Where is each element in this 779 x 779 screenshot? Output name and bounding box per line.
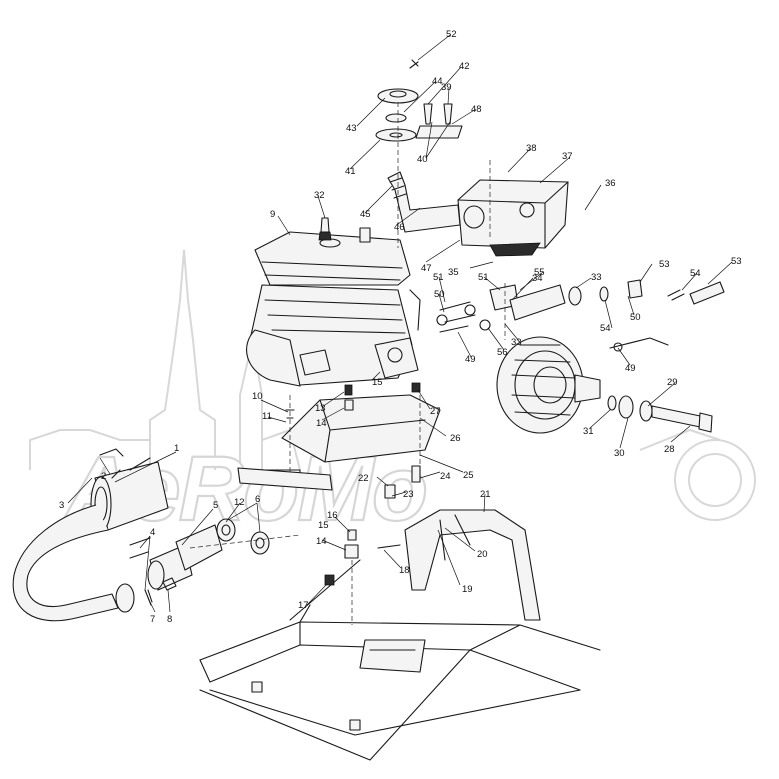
callout-19: 19 (462, 584, 473, 595)
callout-5: 5 (213, 500, 218, 511)
callout-24: 24 (440, 471, 451, 482)
callout-41: 41 (345, 166, 356, 177)
callout-27: 27 (430, 406, 441, 417)
callout-44: 44 (432, 76, 443, 87)
spark-plug (318, 217, 332, 241)
callout-46: 46 (394, 222, 405, 233)
callout-48: 48 (471, 104, 482, 115)
callout-23: 23 (403, 489, 414, 500)
exhaust-flange (129, 518, 301, 606)
callout-40: 40 (417, 154, 428, 165)
callout-42: 42 (459, 61, 470, 72)
callout-9: 9 (270, 209, 275, 220)
chassis-pan (199, 559, 601, 761)
callout-20: 20 (477, 549, 488, 560)
callout-1: 1 (174, 443, 179, 454)
callout-37: 37 (562, 151, 573, 162)
callout-14-lower: 14 (316, 536, 327, 547)
callout-26: 26 (450, 433, 461, 444)
callout-15-lower: 15 (318, 520, 329, 531)
callout-22: 22 (358, 473, 369, 484)
callout-6: 6 (255, 494, 260, 505)
callout-53-middle: 53 (659, 259, 670, 270)
callout-25: 25 (463, 470, 474, 481)
callout-35: 35 (448, 267, 459, 278)
throttle-linkage-parts (436, 279, 725, 352)
callout-55: 55 (534, 267, 545, 278)
callout-39: 39 (441, 82, 452, 93)
callout-8: 8 (167, 614, 172, 625)
callout-29: 29 (667, 377, 678, 388)
callout-34: 34 (532, 273, 543, 284)
callout-10: 10 (252, 391, 263, 402)
callout-11: 11 (262, 411, 272, 422)
callout-15-upper: 15 (372, 377, 383, 388)
callout-50-right: 50 (630, 312, 641, 323)
callout-16: 16 (327, 510, 338, 521)
callout-3: 3 (59, 500, 64, 511)
callout-13: 13 (315, 403, 326, 414)
callout-50-left: 50 (434, 289, 445, 300)
callout-31: 31 (583, 426, 594, 437)
callout-49-right: 49 (625, 363, 636, 374)
watermark-motorcycle-wheel (639, 428, 756, 521)
callout-7: 7 (150, 614, 155, 625)
drive-clutch (496, 336, 601, 434)
callout-43: 43 (346, 123, 357, 134)
callout-2: 2 (101, 471, 106, 482)
callout-36: 36 (605, 178, 616, 189)
callout-33-lower: 33 (511, 337, 522, 348)
callout-28: 28 (664, 444, 675, 455)
callout-33-upper: 33 (591, 272, 602, 283)
callout-49-left: 49 (465, 354, 476, 365)
top-mount-hardware (375, 59, 463, 248)
callout-54-left: 54 (600, 323, 611, 334)
intake-hose (387, 171, 461, 233)
mount-hardware (285, 382, 421, 499)
callout-21: 21 (480, 489, 491, 500)
callout-labels: 1 2 3 4 5 6 7 8 9 10 11 12 13 14 14 15 1… (59, 29, 742, 625)
callout-12: 12 (234, 497, 245, 508)
callout-18: 18 (399, 565, 410, 576)
callout-56: 56 (497, 347, 508, 358)
callout-45: 45 (360, 209, 371, 220)
callout-38: 38 (526, 143, 537, 154)
engine-mount-plate (237, 394, 441, 491)
callout-47: 47 (421, 263, 432, 274)
callout-53-right: 53 (731, 256, 742, 267)
callout-4: 4 (150, 527, 155, 538)
steering-bracket (324, 509, 541, 625)
callout-32: 32 (314, 190, 325, 201)
callout-14-upper: 14 (316, 418, 327, 429)
exhaust-muffler (12, 448, 169, 622)
engine-block (246, 227, 421, 387)
callout-54-right: 54 (690, 268, 701, 279)
callout-17: 17 (298, 600, 309, 611)
leader-lines (67, 34, 733, 613)
callout-52: 52 (446, 29, 457, 40)
air-silencer-box (457, 160, 569, 257)
callout-30: 30 (614, 448, 625, 459)
callout-51-right: 51 (478, 272, 489, 283)
callout-51-left: 51 (433, 272, 444, 283)
clutch-bolt-washers (607, 395, 713, 433)
